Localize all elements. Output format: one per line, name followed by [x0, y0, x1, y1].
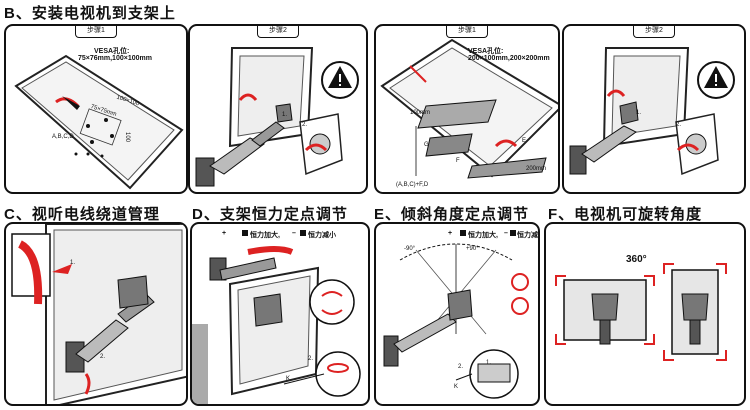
plus-sign: +	[448, 230, 453, 237]
step-tab: 步骤2	[633, 26, 675, 38]
icon-block	[510, 230, 516, 236]
dim-label-3: 100	[124, 131, 131, 143]
tv-large-vesa-diagram	[380, 38, 558, 179]
key-label-k: K	[454, 384, 459, 390]
step-number-2: 2.	[676, 122, 682, 128]
icon-block	[300, 230, 306, 236]
part-label-e: E	[522, 138, 527, 144]
panel-b-step1: 步骤1 VESA孔位: 75×76mm,100×100mm A,B,C,D 10…	[4, 24, 188, 194]
hole-label: A,B,C,D	[52, 134, 74, 140]
rotation-diagram	[555, 263, 727, 361]
step-tab: 步骤1	[446, 26, 488, 38]
panel-c: 1. 2.	[4, 222, 188, 406]
section-e-title: E、倾斜角度定点调节	[374, 206, 530, 223]
step-tab: 步骤2	[257, 26, 299, 38]
section-f-title: F、电视机可旋转角度	[548, 206, 703, 223]
dim-label-b: 200mm	[526, 166, 547, 172]
arm-mount-diagram	[195, 47, 359, 187]
panel-f: 360°	[544, 222, 746, 406]
minus-sign: –	[504, 230, 508, 237]
step-number-2: 2.	[458, 364, 464, 370]
minus-text: 恒力减小	[517, 232, 538, 239]
vesa-label: VESA孔位:	[468, 48, 504, 55]
arm-mount-large-diagram	[569, 47, 735, 176]
step-tab: 步骤1	[75, 26, 117, 38]
minus-text: 恒力减小	[308, 232, 336, 239]
icon-block	[460, 230, 466, 236]
plus-text: 恒力加大,	[468, 232, 498, 239]
part-label-f: F	[456, 158, 460, 164]
icon-block	[242, 230, 248, 236]
panel-b-step2-large: 步骤2 1. 2.	[562, 24, 746, 194]
plus-sign: +	[222, 230, 227, 237]
step-number-2: 2.	[302, 122, 308, 128]
step-number-2: 2.	[100, 354, 106, 360]
rotation-degree-label: 360°	[626, 254, 647, 265]
angle-positive: +90°	[466, 246, 479, 252]
part-label-abcd: (A,B,C)+F,D	[396, 182, 429, 188]
angle-negative: -90°	[404, 246, 416, 252]
step-number-1: 1.	[486, 360, 492, 366]
section-b-title: B、安装电视机到支架上	[4, 5, 176, 22]
vesa-values: 200×100mm,200×200mm	[468, 55, 550, 62]
force-adjust-diagram	[192, 246, 361, 404]
plus-text: 恒力加大,	[250, 232, 280, 239]
panel-d: + 恒力加大, – 恒力减小 2. K	[190, 222, 370, 406]
section-c-title: C、视听电线绕道管理	[4, 206, 160, 223]
panel-b-step2: 步骤2 1. 2.	[188, 24, 368, 194]
dim-label-a: 100mm	[410, 110, 431, 116]
step-number-1: 1.	[636, 110, 642, 116]
tv-back-diagram	[14, 54, 184, 190]
panel-e: + 恒力加大, – 恒力减小 -90° +90° 1. 2. K	[374, 222, 540, 406]
cable-management-diagram	[11, 224, 186, 404]
section-d-title: D、支架恒力定点调节	[192, 206, 348, 223]
panel-b-step1-large: 步骤1 VESA孔位: 200×100mm,200×200mm 100mm 20…	[374, 24, 560, 194]
minus-sign: –	[292, 230, 296, 237]
step-number-2: 2.	[308, 356, 314, 362]
step-number-1: 1.	[282, 112, 288, 118]
vesa-values: 75×76mm,100×100mm	[78, 55, 152, 62]
part-label-g: G	[424, 142, 429, 148]
key-label-k: K	[286, 376, 291, 382]
tilt-adjust-diagram	[383, 243, 529, 399]
step-number-1: 1.	[70, 260, 76, 266]
vesa-label: VESA孔位:	[94, 48, 130, 55]
